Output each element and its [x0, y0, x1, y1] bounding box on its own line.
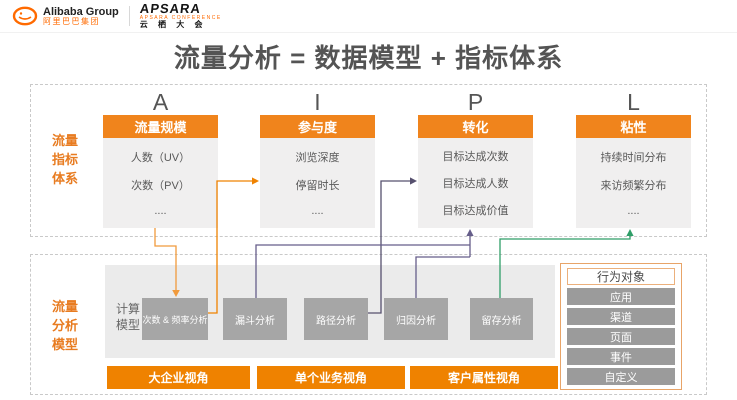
alibaba-group-label: Alibaba Group — [43, 5, 119, 18]
column-header-conversion: 转化 — [418, 115, 533, 138]
behavior-item-page: 页面 — [567, 328, 675, 345]
column-letter-p: P — [467, 89, 484, 115]
model-section-label: 流量 分析 模型 — [51, 299, 78, 352]
indicator-item: 来访频繁分布 — [600, 180, 667, 192]
column-conversion: P 转化 目标达成次数 目标达成人数 目标达成价值 — [418, 90, 533, 228]
column-header-scale: 流量规模 — [103, 115, 218, 138]
indicator-item: .... — [154, 205, 167, 217]
behavior-item-channel: 渠道 — [567, 308, 675, 325]
apsara-logo-block: APSARA APSARA CONFERENCE 云 栖 大 会 — [139, 1, 222, 30]
alibaba-logo-icon — [12, 6, 38, 26]
model-path-analysis: 路径分析 — [304, 298, 368, 340]
model-attribution-analysis: 归因分析 — [384, 298, 448, 340]
column-body-scale: 人数（UV） 次数（PV） .... — [103, 138, 218, 228]
column-letter-l: L — [627, 89, 640, 115]
column-letter-i: I — [314, 89, 321, 115]
view-customer-attribute: 客户属性视角 — [410, 366, 558, 389]
column-header-stickiness: 粘性 — [576, 115, 691, 138]
alibaba-logo-text: Alibaba Group 阿里巴巴集团 — [43, 6, 119, 27]
logo-divider — [128, 6, 130, 26]
indicator-item: 目标达成人数 — [442, 177, 509, 190]
column-header-engagement: 参与度 — [260, 115, 375, 138]
apsara-logo-text: APSARA — [139, 1, 202, 17]
behavior-item-app: 应用 — [567, 288, 675, 305]
column-body-stickiness: 持续时间分布 来访频繁分布 .... — [576, 138, 691, 228]
model-frequency-analysis: 次数 & 频率分析 — [142, 298, 208, 340]
column-engagement: I 参与度 浏览深度 停留时长 .... — [260, 90, 375, 228]
apsara-cn-label: 云 栖 大 会 — [139, 20, 207, 30]
alibaba-cn-label: 阿里巴巴集团 — [43, 16, 100, 26]
indicator-item: 浏览深度 — [295, 152, 340, 164]
column-scale: A 流量规模 人数（UV） 次数（PV） .... — [103, 90, 218, 228]
model-retention-analysis: 留存分析 — [470, 298, 533, 340]
model-funnel-analysis: 漏斗分析 — [223, 298, 287, 340]
calc-model-label: 计算 模型 — [115, 302, 140, 332]
indicator-item: 目标达成次数 — [442, 151, 509, 164]
indicator-item: 停留时长 — [295, 180, 340, 192]
apsara-conference-label: APSARA CONFERENCE — [139, 15, 222, 21]
behavior-panel-title: 行为对象 — [567, 268, 675, 285]
column-letter-a: A — [152, 89, 169, 115]
view-single-business: 单个业务视角 — [257, 366, 405, 389]
indicator-item: .... — [311, 205, 324, 217]
indicator-item: 人数（UV） — [130, 152, 191, 164]
behavior-object-panel: 行为对象 应用 渠道 页面 事件 自定义 — [560, 263, 682, 390]
indicator-item: 目标达成价值 — [442, 204, 509, 217]
slide-title: 流量分析 = 数据模型 + 指标体系 — [173, 43, 564, 73]
view-enterprise: 大企业视角 — [107, 366, 250, 389]
indicator-item: 次数（PV） — [131, 180, 190, 192]
column-stickiness: L 粘性 持续时间分布 来访频繁分布 .... — [576, 90, 691, 228]
column-body-engagement: 浏览深度 停留时长 .... — [260, 138, 375, 228]
indicator-item: 持续时间分布 — [600, 152, 667, 164]
behavior-item-event: 事件 — [567, 348, 675, 365]
indicator-item: .... — [627, 205, 640, 217]
behavior-item-custom: 自定义 — [567, 368, 675, 385]
column-body-conversion: 目标达成次数 目标达成人数 目标达成价值 — [418, 138, 533, 228]
top-logo-bar: Alibaba Group 阿里巴巴集团 APSARA APSARA CONFE… — [0, 0, 737, 33]
indicator-section-label: 流量 指标 体系 — [51, 133, 78, 186]
